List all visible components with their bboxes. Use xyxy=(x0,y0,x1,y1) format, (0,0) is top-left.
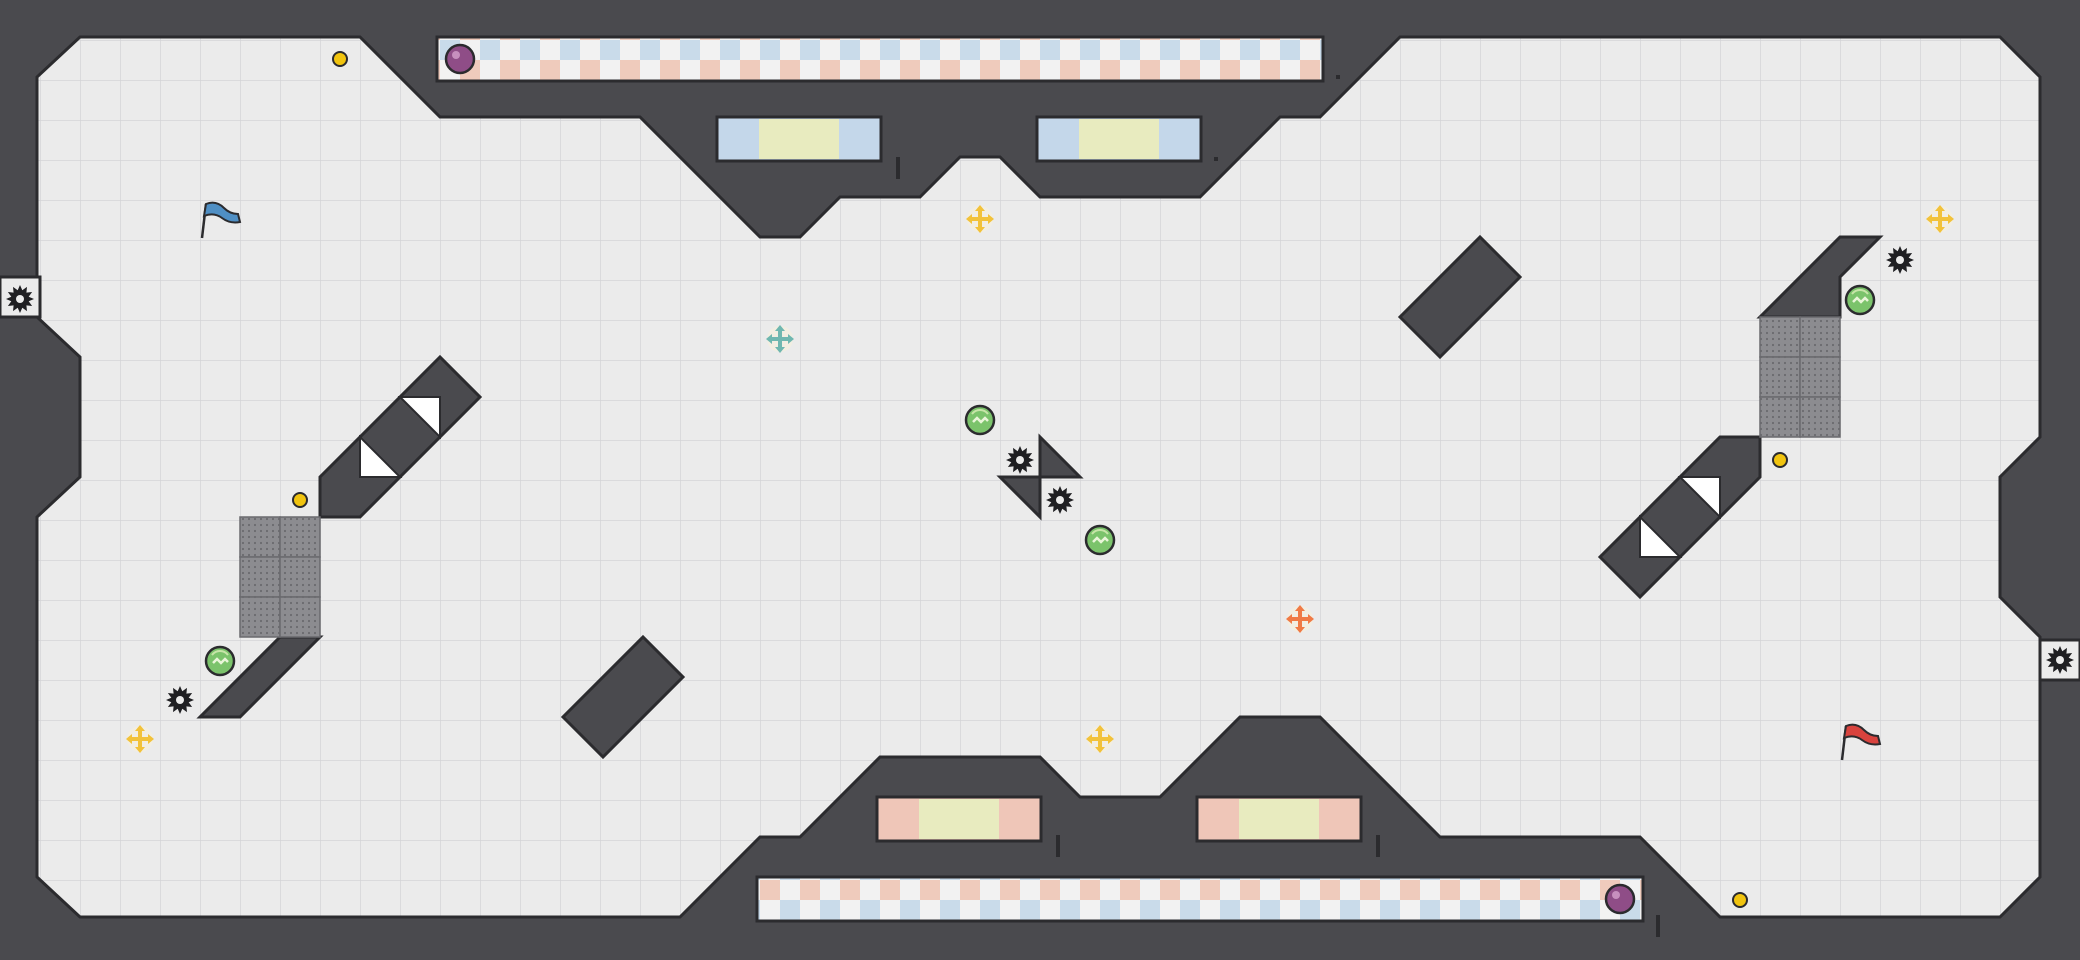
spike-icon xyxy=(1886,246,1914,274)
bomb-icon xyxy=(292,492,308,508)
top-gate-left xyxy=(715,115,883,163)
boost-icon xyxy=(1086,725,1114,753)
spike-icon xyxy=(6,285,34,313)
left-alcove xyxy=(0,275,42,319)
red-flag-icon xyxy=(1840,723,1882,761)
boost-icon xyxy=(966,205,994,233)
bomb-icon xyxy=(332,51,348,67)
top-endzone-strip xyxy=(435,35,1325,83)
right-grate xyxy=(1759,316,1841,438)
bomb-icon xyxy=(1772,452,1788,468)
powerup-icon xyxy=(204,645,236,677)
boost-icon xyxy=(766,325,794,353)
wall-highlights xyxy=(359,396,1721,558)
blue-flag-icon xyxy=(200,201,242,239)
items-layer xyxy=(6,43,2074,915)
bottom-gate-left xyxy=(875,795,1043,843)
portal-icon xyxy=(444,43,476,75)
gate-buttons xyxy=(896,75,1660,937)
portal-icon xyxy=(1604,883,1636,915)
boost-icon xyxy=(1286,605,1314,633)
powerup-icon xyxy=(1084,524,1116,556)
powerup-icon xyxy=(964,404,996,436)
powerup-icon xyxy=(1844,284,1876,316)
bottom-gate-right xyxy=(1195,795,1363,843)
top-gate-right xyxy=(1035,115,1203,163)
spike-icon xyxy=(2046,646,2074,674)
diamond-wall-left xyxy=(560,634,686,760)
boost-icon xyxy=(1926,205,1954,233)
spike-icon xyxy=(166,686,194,714)
center-wedge-lower xyxy=(996,475,1042,521)
left-grate xyxy=(239,516,321,638)
boost-icon xyxy=(126,725,154,753)
spike-icon xyxy=(1006,446,1034,474)
spike-icon xyxy=(1046,486,1074,514)
center-wedge-upper xyxy=(1038,433,1084,479)
bottom-endzone-strip xyxy=(755,875,1645,923)
diamond-wall-right xyxy=(1397,234,1523,360)
bomb-icon xyxy=(1732,892,1748,908)
